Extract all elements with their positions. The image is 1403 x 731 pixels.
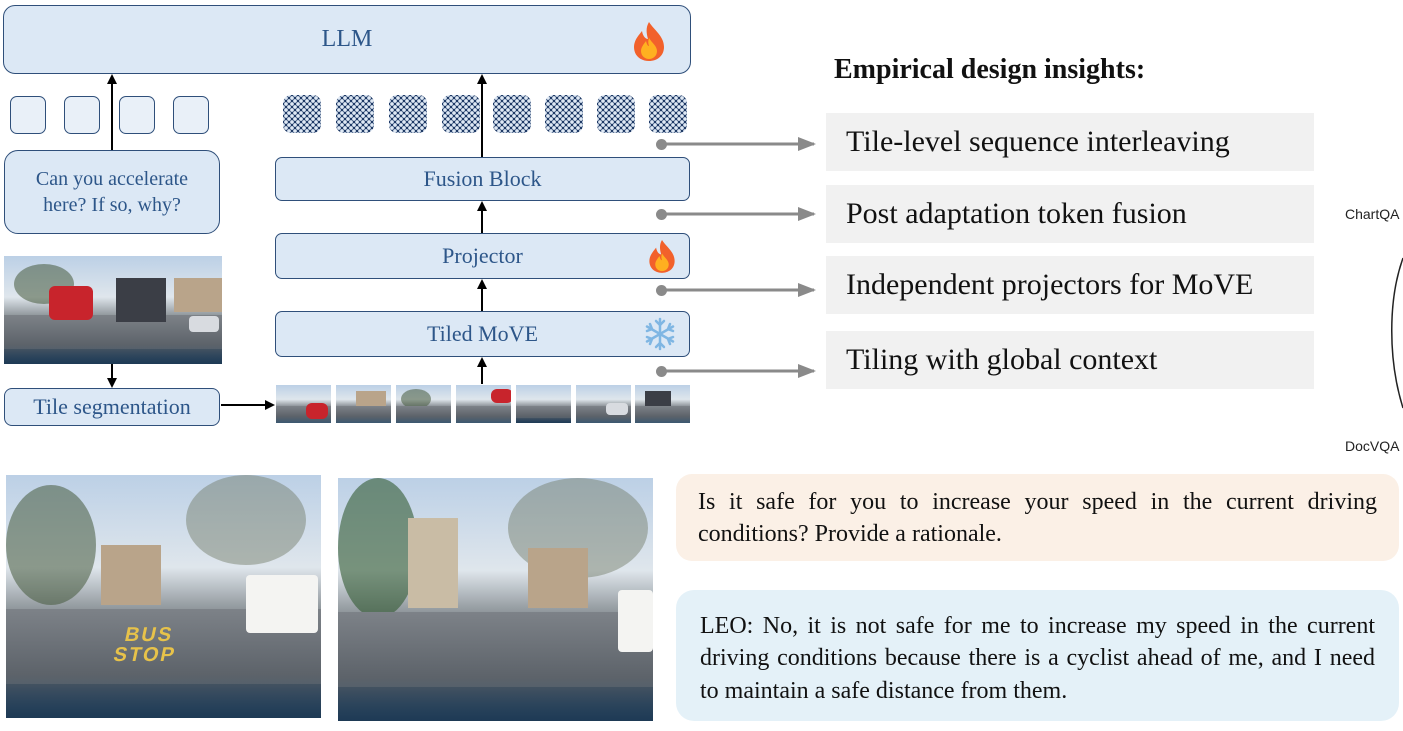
visual-token — [389, 95, 427, 133]
insight-item: Post adaptation token fusion — [826, 185, 1314, 243]
image-tile — [575, 384, 632, 424]
visual-token — [545, 95, 583, 133]
visual-token — [336, 95, 374, 133]
image-tile — [335, 384, 392, 424]
side-label-chartqa: ChartQA — [1345, 206, 1400, 222]
visual-token — [442, 95, 480, 133]
connector-dot — [656, 139, 667, 150]
snowflake-icon — [643, 317, 677, 351]
connector-dot — [656, 209, 667, 220]
fusion-block: Fusion Block — [275, 157, 690, 201]
question-text: Can you accelerate here? If so, why? — [35, 168, 189, 216]
image-tile — [395, 384, 452, 424]
tile-segmentation-box: Tile segmentation — [4, 388, 220, 426]
insights-title: Empirical design insights: — [834, 54, 1146, 85]
visual-token — [493, 95, 531, 133]
insight-item: Tiling with global context — [826, 331, 1314, 389]
example-question-text: Is it safe for you to increase your spee… — [698, 489, 1377, 548]
text-token — [10, 96, 46, 134]
visual-token — [597, 95, 635, 133]
image-tile — [455, 384, 512, 424]
input-driving-image — [4, 256, 222, 364]
insight-label: Tiling with global context — [846, 343, 1158, 376]
image-tile — [515, 384, 572, 424]
fusion-block-label: Fusion Block — [423, 166, 542, 191]
fire-icon — [646, 237, 678, 275]
tiled-move-label: Tiled MoVE — [426, 321, 539, 346]
text-token — [64, 96, 100, 134]
image-tile — [634, 384, 691, 424]
fire-icon — [630, 20, 668, 62]
insight-item: Independent projectors for MoVE — [826, 256, 1314, 314]
side-label-docvqa: DocVQA — [1345, 438, 1400, 454]
text-token — [119, 96, 155, 134]
image-tile — [275, 384, 332, 424]
insight-item: Tile-level sequence interleaving — [826, 113, 1314, 171]
example-driving-image: BUS STOP — [6, 475, 321, 718]
visual-token — [649, 95, 687, 133]
insight-label: Tile-level sequence interleaving — [846, 125, 1230, 158]
llm-label: LLM — [321, 26, 373, 52]
connector-dot — [656, 285, 667, 296]
projector-label: Projector — [442, 243, 523, 268]
insight-label: Independent projectors for MoVE — [846, 268, 1254, 301]
insight-label: Post adaptation token fusion — [846, 197, 1187, 230]
llm-box: LLM — [3, 5, 691, 74]
example-answer-text: LEO: No, it is not safe for me to increa… — [700, 613, 1375, 704]
example-answer-box: LEO: No, it is not safe for me to increa… — [676, 590, 1399, 721]
tile-segmentation-label: Tile segmentation — [33, 394, 191, 419]
example-driving-image — [338, 478, 653, 721]
projector-block: Projector — [275, 233, 690, 279]
visual-token — [283, 95, 321, 133]
connector-dot — [656, 366, 667, 377]
road-marking-text: BUS STOP — [111, 624, 179, 666]
tiled-move-block: Tiled MoVE — [275, 311, 690, 357]
text-token — [173, 96, 209, 134]
example-question-box: Is it safe for you to increase your spee… — [676, 474, 1399, 561]
question-box: Can you accelerate here? If so, why? — [4, 150, 220, 234]
